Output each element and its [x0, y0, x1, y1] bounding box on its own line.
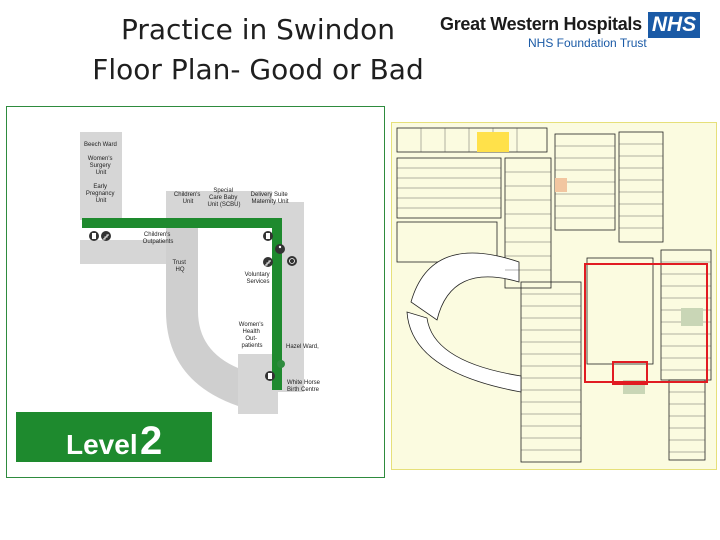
label-delivery-suite: Delivery Suite Maternity Unit: [251, 192, 290, 205]
stairs-icon: [263, 257, 273, 267]
architectural-floor-plan: [391, 122, 717, 470]
label-hazel-ward: Hazel Ward,: [286, 344, 319, 350]
label-scbu: Special Care Baby Unit (SCBU): [207, 188, 240, 208]
green-route: [82, 218, 282, 390]
title-line-2: Floor Plan- Good or Bad: [92, 53, 424, 86]
stairs-icon: [101, 231, 111, 241]
lift-icon: [263, 231, 273, 241]
label-womens-health-outpatients: Women's Health Out- patients: [239, 322, 265, 349]
slide-title: Practice in Swindon Floor Plan- Good or …: [78, 10, 438, 90]
logo-org-name: Great Western Hospitals: [440, 14, 642, 34]
curved-wing: [410, 252, 520, 321]
curved-corridor: [166, 226, 238, 406]
hospital-logo: Great Western Hospitals NHS Foundation T…: [438, 10, 700, 50]
label-womens-surgery: Women's Surgery Unit: [88, 156, 114, 176]
lift-icon: [89, 231, 99, 241]
curved-wing-lower: [406, 311, 522, 393]
label-childrens-outpatients: Children's Outpatients: [143, 232, 174, 245]
label-white-horse: White Horse Birth Centre: [287, 380, 322, 393]
label-beech-ward: Beech Ward: [84, 142, 117, 148]
green-block: [681, 308, 703, 326]
room-grid: [397, 128, 711, 453]
label-childrens-unit: Children's Unit: [174, 192, 202, 205]
logo-trust-name: NHS Foundation Trust: [528, 36, 647, 50]
peach-block: [555, 178, 567, 192]
level-number: 2: [140, 419, 162, 463]
label-voluntary-services: Voluntary Services: [245, 272, 272, 285]
yellow-block: [477, 132, 509, 152]
toilet-icon: [277, 360, 285, 368]
label-early-pregnancy: Early Pregnancy Unit: [86, 184, 116, 204]
level-banner: [16, 412, 212, 462]
nhs-badge: NHS: [648, 12, 700, 38]
title-line-1: Practice in Swindon: [120, 13, 395, 46]
lift-icon: [265, 371, 275, 381]
toilet-icon: [275, 244, 285, 254]
level-2-wayfinding-map: Beech Ward Women's Surgery Unit Early Pr…: [6, 106, 385, 478]
disabled-access-icon: [287, 256, 297, 266]
label-trust-hq: Trust HQ: [172, 260, 187, 273]
highlight-outline: [584, 263, 708, 385]
level-label: Level: [66, 429, 138, 460]
